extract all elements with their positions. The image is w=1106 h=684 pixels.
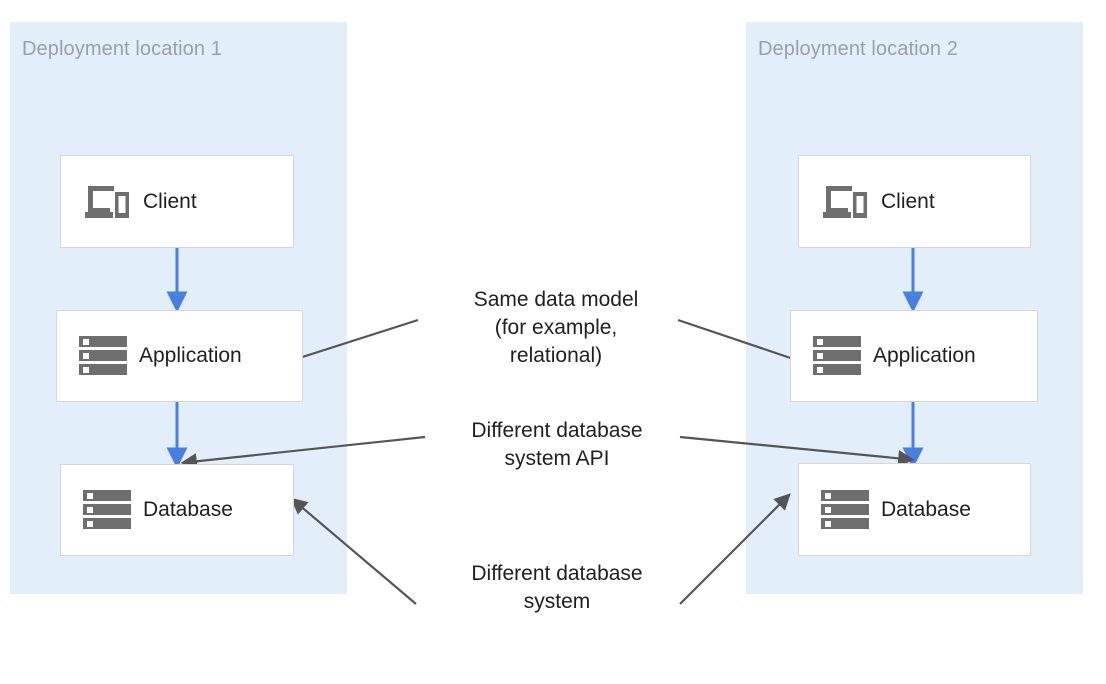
annotation-different-database-system: Different database system	[471, 562, 643, 613]
deployment-location-2-title: Deployment location 2	[758, 38, 958, 60]
annotation-same-data-model: Same data model (for example, relational…	[473, 288, 639, 367]
node-client-1[interactable]: Client	[60, 155, 294, 248]
deployment-location-1-title: Deployment location 1	[22, 38, 222, 60]
devices-icon	[81, 180, 133, 224]
devices-icon	[819, 180, 871, 224]
annotation-different-database-system-api: Different database system API	[471, 419, 643, 470]
node-database-2-label: Database	[881, 497, 971, 521]
node-application-1-label: Application	[139, 344, 242, 367]
server-icon	[811, 334, 863, 378]
node-application-1[interactable]: Application	[56, 310, 303, 402]
server-icon	[819, 488, 871, 532]
node-client-2-label: Client	[881, 189, 935, 213]
server-icon	[81, 488, 133, 532]
node-database-1-label: Database	[143, 498, 233, 521]
server-icon	[77, 334, 129, 378]
node-client-1-label: Client	[143, 189, 197, 213]
node-application-2-label: Application	[873, 344, 976, 367]
node-database-2[interactable]: Database	[798, 463, 1031, 556]
node-application-2[interactable]: Application	[790, 310, 1038, 402]
node-client-2[interactable]: Client	[798, 155, 1031, 248]
node-database-1[interactable]: Database	[60, 464, 294, 556]
